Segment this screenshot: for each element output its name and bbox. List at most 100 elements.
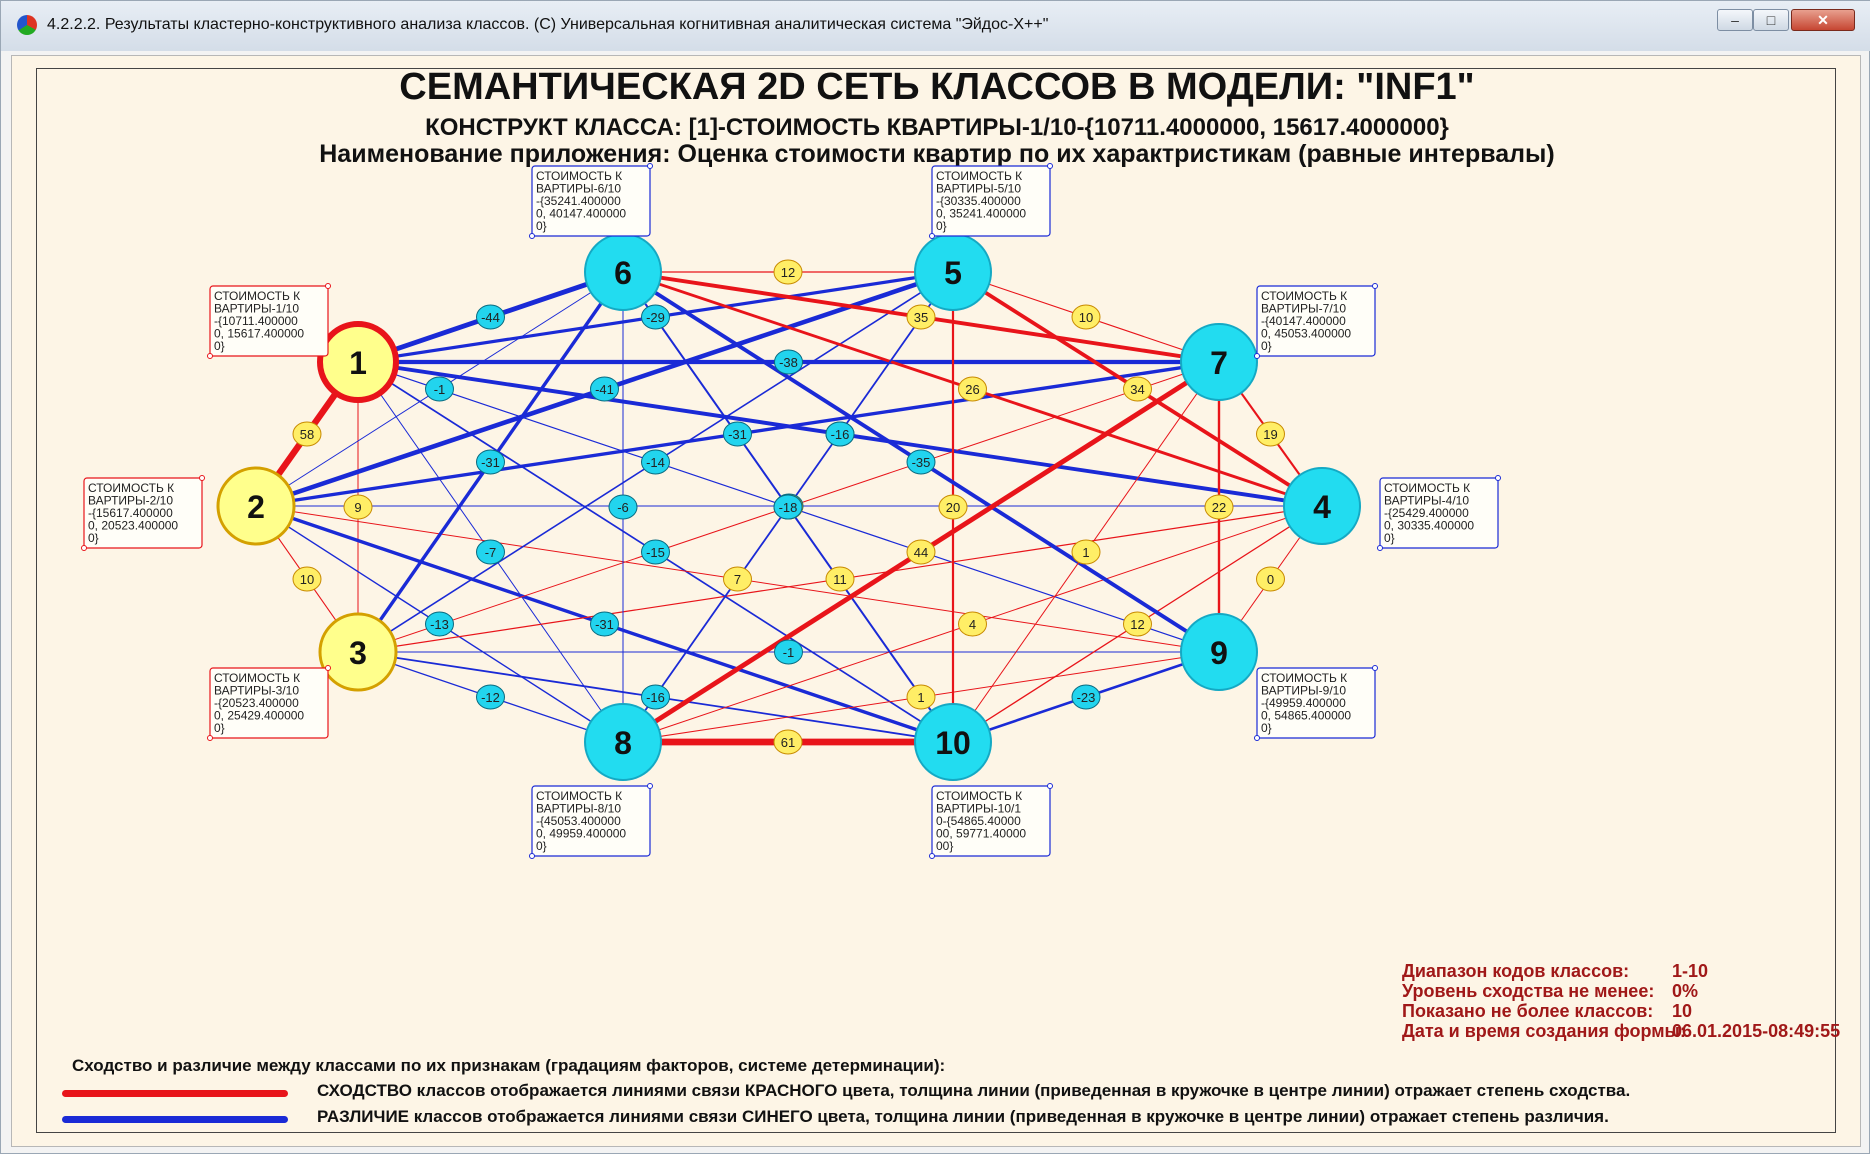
edge-weight-label: -16	[831, 427, 850, 442]
edge-label-layer: 589-44-29-38-35-11-7-1510-1-41-31-67-31-…	[292, 259, 1285, 755]
class-label-line: ВАРТИРЫ-8/10	[536, 802, 621, 816]
edge-weight-label: 10	[1079, 310, 1093, 325]
class-label-box-4: СТОИМОСТЬ КВАРТИРЫ-4/10-{25429.4000000, …	[1377, 475, 1501, 551]
edge-weight-label: -1	[783, 645, 795, 660]
edge-weight-badge	[773, 259, 803, 285]
edge-weight-badge	[1071, 684, 1101, 710]
edge-weight-label: -16	[646, 690, 665, 705]
title-bar[interactable]: 4.2.2.2. Результаты кластерно-конструкти…	[1, 1, 1870, 51]
class-label-line: 00, 59771.40000	[936, 827, 1026, 841]
class-node-4[interactable]	[1283, 467, 1361, 545]
class-node-7[interactable]	[1180, 323, 1258, 401]
class-label-line: 0}	[1384, 531, 1395, 545]
edge-weight-badge	[1123, 611, 1152, 637]
edge-weight-label: -1	[434, 382, 446, 397]
edge-weight-label: -6	[617, 500, 629, 515]
info-value: 10	[1672, 1001, 1693, 1021]
edge-weight-label: 4	[969, 617, 976, 632]
edge-weight-badge	[723, 566, 752, 592]
class-node-2[interactable]	[216, 466, 296, 546]
edge-weight-badge	[723, 421, 752, 447]
semantic-network: 589-44-29-38-35-11-7-1510-1-41-31-67-31-…	[81, 163, 1501, 859]
class-node-number: 1	[349, 345, 367, 381]
info-row: Уровень сходства не менее:0%	[1402, 981, 1840, 1001]
close-button[interactable]: ✕	[1791, 9, 1855, 31]
class-node-number: 10	[935, 725, 971, 761]
class-label-box-5: СТОИМОСТЬ КВАРТИРЫ-5/10-{30335.4000000, …	[929, 163, 1053, 239]
class-node-1[interactable]	[317, 321, 399, 403]
edge-weight-badge	[1123, 376, 1152, 402]
edge-weight-badge	[1204, 494, 1234, 520]
edge-weight-badge	[476, 684, 505, 710]
edge-weight-badge	[773, 729, 803, 755]
class-label-box-6: СТОИМОСТЬ КВАРТИРЫ-6/10-{35241.4000000, …	[529, 163, 653, 239]
info-label: Показано не более классов:	[1402, 1001, 1654, 1021]
info-row: Показано не более классов: 10	[1402, 1001, 1840, 1021]
class-label-line: СТОИМОСТЬ К	[536, 169, 622, 183]
info-row: Диапазон кодов классов:1-10	[1402, 961, 1840, 981]
class-label-line: ВАРТИРЫ-7/10	[1261, 302, 1346, 316]
class-label-line: 00}	[936, 839, 953, 853]
edge-weight-badge	[641, 539, 670, 565]
node-layer: 1 СТОИМОСТЬ КВАРТИРЫ-1/10-{10711.4000000,…	[81, 163, 1501, 859]
class-label-line: ВАРТИРЫ-3/10	[214, 684, 299, 698]
legend-similar-line	[62, 1090, 288, 1097]
class-label-line: СТОИМОСТЬ К	[936, 789, 1022, 803]
edge-weight-label: 58	[300, 427, 314, 442]
info-row: Дата и время создания формы:06.01.2015-0…	[1402, 1021, 1840, 1041]
edge-weight-label: -35	[912, 455, 931, 470]
class-label-box-1: СТОИМОСТЬ КВАРТИРЫ-1/10-{10711.4000000, …	[207, 283, 331, 359]
class-label-line: СТОИМОСТЬ К	[1261, 671, 1347, 685]
edge-weight-badge	[425, 376, 454, 402]
window-title: 4.2.2.2. Результаты кластерно-конструкти…	[47, 16, 1049, 33]
edge-weight-label: 35	[914, 310, 928, 325]
edge-weight-label: 22	[1212, 500, 1226, 515]
class-node-number: 5	[944, 255, 962, 291]
class-label-line: 0}	[214, 721, 225, 735]
class-label-line: СТОИМОСТЬ К	[1384, 481, 1470, 495]
edge-weight-badge	[773, 494, 803, 520]
info-value: 06.01.2015-08:49:55	[1672, 1021, 1841, 1041]
edge-weight-label: 0	[1267, 572, 1274, 587]
edge-weight-badge	[906, 539, 936, 565]
edge-weight-label: -13	[430, 617, 449, 632]
class-label-line: СТОИМОСТЬ К	[88, 481, 174, 495]
class-label-line: ВАРТИРЫ-4/10	[1384, 494, 1469, 508]
legend-different-text: РАЗЛИЧИЕ классов отображается линиями св…	[317, 1107, 1609, 1126]
class-label-box-3: СТОИМОСТЬ КВАРТИРЫ-3/10-{20523.4000000, …	[207, 665, 331, 741]
edge-weight-badge	[292, 421, 322, 447]
edge-weight-label: 19	[1263, 427, 1277, 442]
edge-weight-badge	[590, 376, 619, 402]
class-node-10[interactable]	[914, 703, 992, 781]
class-node-3[interactable]	[318, 612, 398, 692]
class-construct-heading: КОНСТРУКТ КЛАССА: [1]-СТОИМОСТЬ КВАРТИРЫ…	[425, 114, 1449, 141]
edge-weight-label: 11	[833, 572, 847, 587]
edge-weight-label: -15	[646, 545, 665, 560]
class-label-line: -{30335.400000	[936, 194, 1021, 208]
class-label-line: 0}	[1261, 721, 1272, 735]
edge-weight-label: -44	[481, 310, 500, 325]
class-node-number: 9	[1210, 635, 1228, 671]
edge-weight-label: -31	[481, 455, 500, 470]
class-label-line: 0, 20523.400000	[88, 519, 178, 533]
minimize-button[interactable]: –	[1717, 9, 1753, 31]
edge-weight-badge	[938, 494, 968, 520]
info-value: 1-10	[1672, 961, 1709, 981]
class-label-line: -{49959.400000	[1261, 696, 1346, 710]
legend-heading: Сходство и различие между классами по их…	[72, 1056, 946, 1075]
class-label-line: 0, 49959.400000	[536, 827, 626, 841]
class-label-line: СТОИМОСТЬ К	[1261, 289, 1347, 303]
class-label-line: -{15617.400000	[88, 506, 173, 520]
app-logo-icon	[17, 15, 37, 35]
class-node-9[interactable]	[1180, 613, 1258, 691]
edge-weight-label: 12	[781, 265, 795, 280]
edge-weight-label: 34	[1130, 382, 1144, 397]
edge-weight-label: -31	[595, 617, 614, 632]
class-node-8[interactable]	[584, 703, 662, 781]
info-label: Уровень сходства не менее:	[1402, 981, 1655, 1001]
maximize-button[interactable]: □	[1753, 9, 1789, 31]
edge-weight-badge	[608, 494, 638, 520]
class-label-line: 0}	[88, 531, 99, 545]
edge-weight-badge	[476, 449, 505, 475]
